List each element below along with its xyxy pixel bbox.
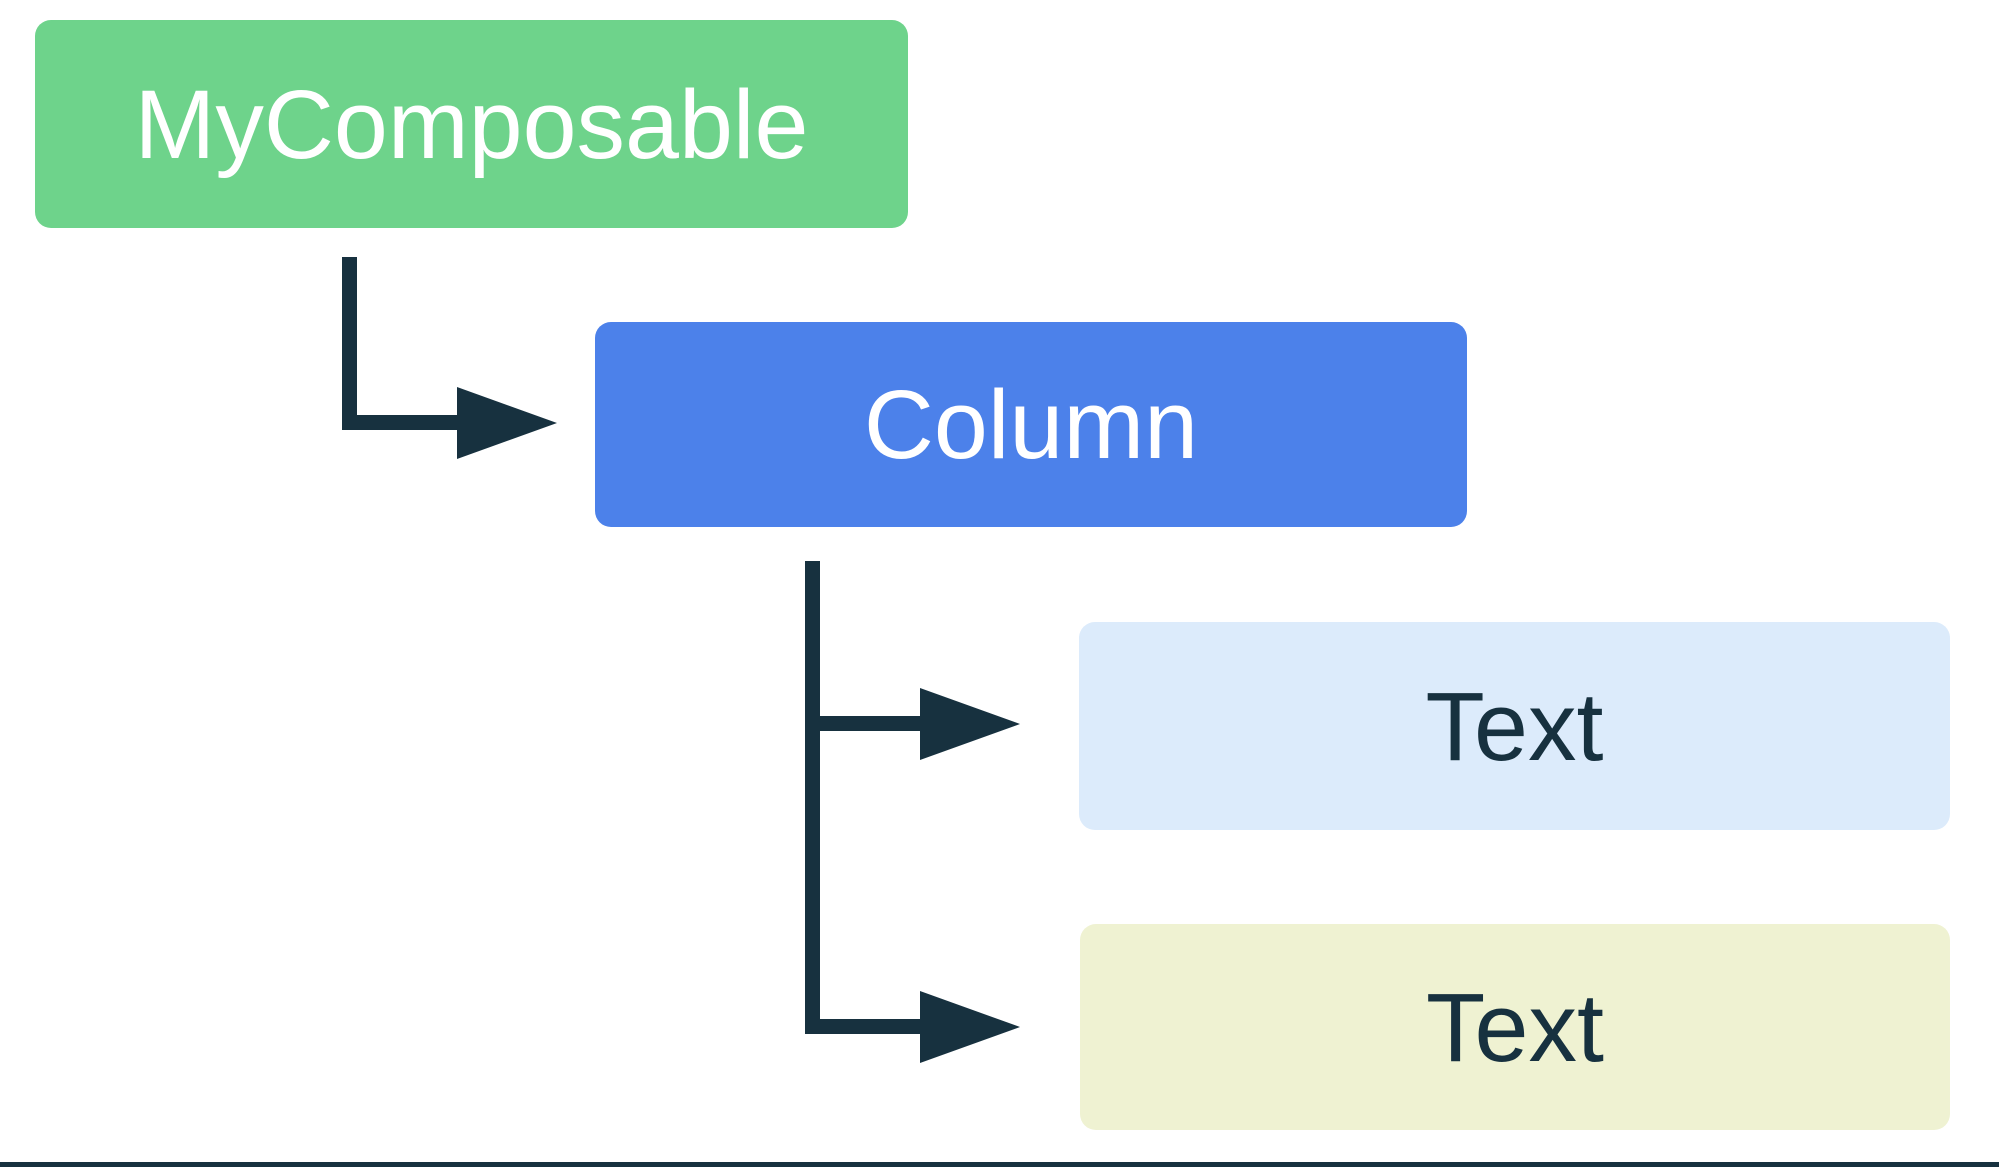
node-text-second: Text [1080, 924, 1950, 1130]
node-text-second-label: Text [1426, 972, 1604, 1082]
node-column-label: Column [863, 370, 1199, 479]
node-mycomposable: MyComposable [35, 20, 908, 228]
edge-mycomposable-column-vertical-segment [342, 257, 357, 430]
bottom-border-rule [0, 1162, 1999, 1167]
edge-column-text1-horizontal-segment [805, 716, 920, 731]
edge-mycomposable-column-horizontal-segment [342, 415, 457, 430]
edge-column-text2-arrowhead-icon [920, 991, 1020, 1063]
node-text-first-label: Text [1425, 671, 1604, 781]
edge-column-text2-horizontal-segment [805, 1019, 920, 1034]
edge-mycomposable-column-arrowhead-icon [457, 387, 557, 459]
edge-column-trunk-vertical-segment [805, 561, 820, 1034]
node-column: Column [595, 322, 1467, 527]
node-mycomposable-label: MyComposable [134, 69, 809, 179]
edge-column-text1-arrowhead-icon [920, 688, 1020, 760]
node-text-first: Text [1079, 622, 1950, 830]
